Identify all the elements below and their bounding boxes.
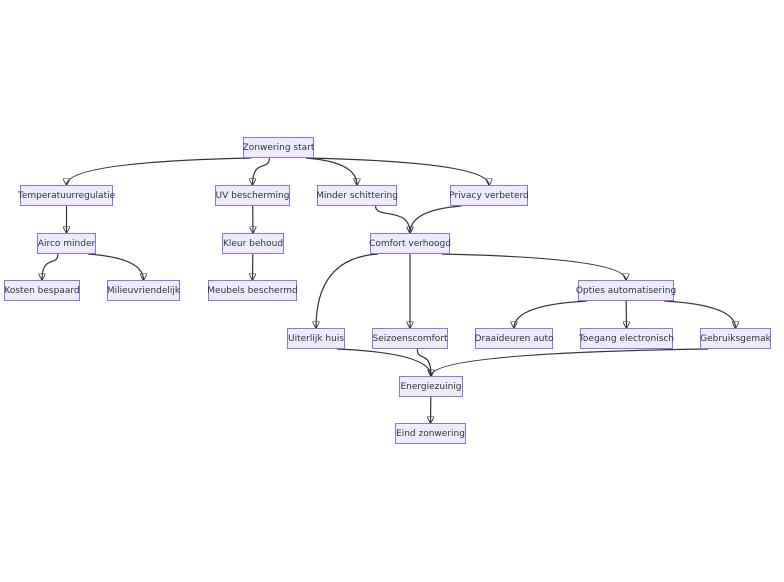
node-kleur-behoud: Kleur behoud: [222, 233, 284, 254]
edge-airco-to-eco: [87, 253, 144, 280]
node-uv-bescherming: UV bescherming: [215, 185, 290, 206]
node-privacy-verbeterd: Privacy verbeterd: [449, 185, 529, 206]
edge-comfort-to-automation: [441, 253, 626, 280]
edge-start-to-temp: [67, 157, 252, 185]
node-gebruiksgemak: Gebruiksgemak: [700, 328, 771, 349]
node-draaideuren-auto: Draaideuren auto: [475, 328, 554, 349]
node-uiterlijk-huis: Uiterlijk huis: [287, 328, 345, 349]
node-milieuvriendelijk: Milieuvriendelijk: [107, 280, 180, 301]
edge-start-to-privacy: [305, 157, 489, 185]
node-seizoenscomfort: Seizoenscomfort: [372, 328, 448, 349]
node-eind-zonwering: Eind zonwering: [395, 423, 466, 444]
edge-looks-to-energy: [336, 348, 431, 376]
node-comfort-verhoogd: Comfort verhoogd: [369, 233, 451, 254]
edge-comfort-to-looks: [316, 253, 379, 328]
node-toegang-electronisch: Toegang electronisch: [579, 328, 674, 349]
edge-start-to-uv: [253, 157, 270, 185]
node-kosten-bespaard: Kosten bespaard: [4, 280, 80, 301]
edge-automation-to-turning: [514, 300, 587, 328]
node-zonwering-start: Zonwering start: [243, 137, 314, 158]
edge-privacy-to-comfort: [410, 205, 462, 233]
node-energiezuinig: Energiezuinig: [399, 376, 463, 397]
edge-automation-to-ease: [664, 300, 735, 328]
edge-start-to-glare: [305, 157, 357, 185]
node-airco-minder: Airco minder: [37, 233, 96, 254]
edge-glare-to-comfort: [374, 205, 410, 233]
edge-ease-to-energy: [431, 348, 709, 376]
node-meubels-beschermd: Meubels beschermd: [207, 280, 298, 301]
node-opties-automatisering: Opties automatisering: [576, 280, 676, 301]
node-temperatuurregulatie: Temperatuurregulatie: [18, 185, 115, 206]
edge-airco-to-cost: [42, 253, 59, 280]
node-minder-schittering: Minder schittering: [316, 185, 398, 206]
